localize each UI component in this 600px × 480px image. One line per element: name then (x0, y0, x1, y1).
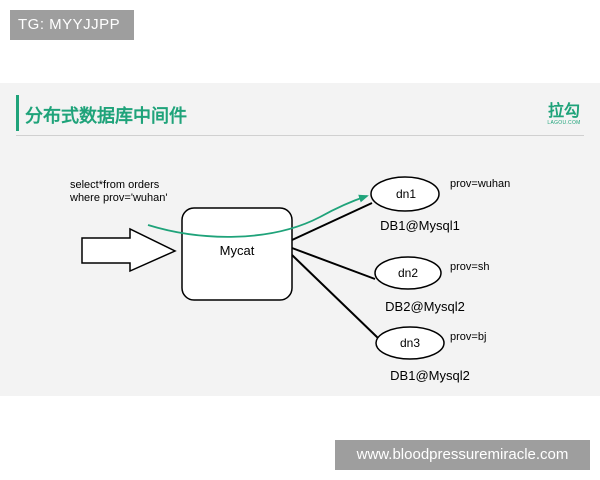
mycat-box (181, 207, 293, 301)
link-dn2 (291, 247, 376, 280)
slide-title: 分布式数据库中间件 (25, 106, 187, 127)
watermark-tg-badge: TG: MYYJJPP (10, 10, 134, 40)
node-dn1-database: DB1@Mysql1 (380, 218, 460, 233)
routing-diagram: select*from orders where prov='wuhan' My… (69, 176, 510, 383)
input-arrow (81, 227, 177, 273)
node-dn2-label: dn2 (398, 266, 418, 280)
watermark-url-badge: www.bloodpressuremiracle.com (335, 440, 590, 470)
title-accent-bar (16, 95, 19, 131)
node-dn1-label: dn1 (396, 187, 416, 201)
logo-en-text: LAGOU.COM (547, 120, 581, 126)
node-dn3-label: dn3 (400, 336, 420, 350)
slide: 分布式数据库中间件 拉勾 LAGOU.COM select*from order… (0, 83, 600, 396)
logo-cn-text: 拉勾 (547, 101, 580, 120)
sql-query-line-1: select*from orders (70, 179, 160, 191)
sql-query-line-2: where prov='wuhan' (69, 192, 167, 204)
node-dn2-condition: prov=sh (450, 261, 489, 273)
routed-query-arrow (147, 194, 369, 238)
lagou-logo: 拉勾 LAGOU.COM (540, 101, 588, 127)
node-dn2-database: DB2@Mysql2 (385, 299, 465, 314)
mycat-label: Mycat (220, 243, 255, 258)
link-dn1 (291, 202, 373, 241)
node-dn1-condition: prov=wuhan (450, 178, 510, 190)
node-dn3 (375, 326, 445, 360)
node-dn3-database: DB1@Mysql2 (390, 368, 470, 383)
node-dn1 (370, 176, 440, 212)
link-dn3 (291, 254, 379, 339)
node-dn3-condition: prov=bj (450, 331, 486, 343)
node-dn2 (374, 256, 442, 290)
title-divider (16, 135, 584, 136)
